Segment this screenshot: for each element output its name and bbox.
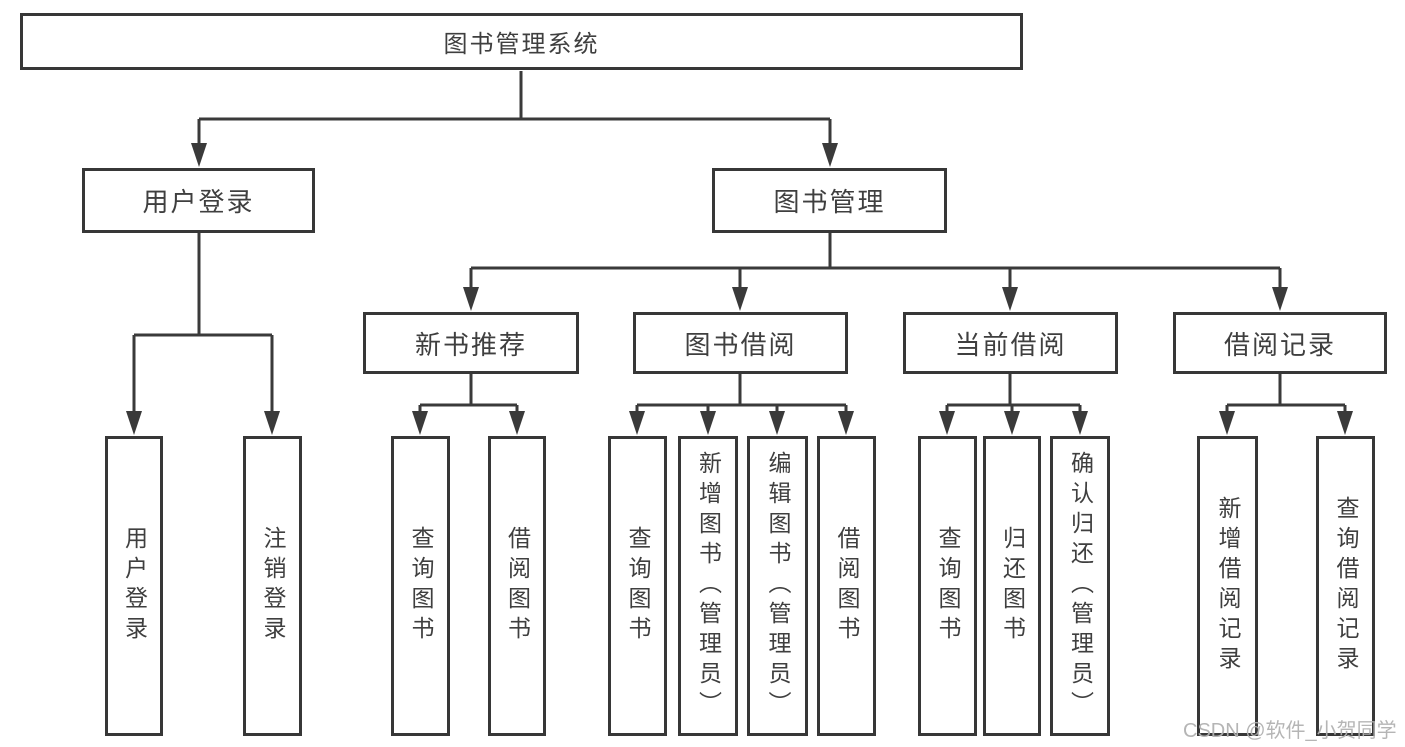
- node-root: 图书管理系统: [20, 13, 1023, 70]
- watermark: CSDN @软件_小贺同学: [1183, 720, 1397, 742]
- node-user-login: 用户登录: [82, 168, 315, 233]
- leaf-return-book: 归还图书: [983, 436, 1041, 736]
- node-borrow-records: 借阅记录: [1173, 312, 1387, 374]
- node-book-borrow-label: 图书借阅: [684, 329, 797, 360]
- node-user-login-label: 用户登录: [142, 187, 255, 217]
- leaf-query-books-borrow: 查询图书: [608, 436, 667, 736]
- node-current-borrow: 当前借阅: [903, 312, 1118, 374]
- node-book-management-label: 图书管理: [773, 187, 886, 217]
- leaf-query-books-current: 查询图书: [918, 436, 977, 736]
- leaf-query-books-borrow-label: 查询图书: [625, 526, 651, 646]
- leaf-return-book-label: 归还图书: [999, 526, 1026, 646]
- leaf-add-borrow-record-label: 新增借阅记录: [1215, 496, 1241, 676]
- leaf-edit-book-admin-label: 编辑图书（管理员）: [765, 451, 791, 721]
- leaf-query-borrow-record-label: 查询借阅记录: [1333, 496, 1359, 676]
- leaf-confirm-return-admin-label: 确认归还（管理员）: [1067, 451, 1094, 721]
- leaf-add-book-admin: 新增图书（管理员）: [678, 436, 738, 736]
- leaf-query-books-recommend: 查询图书: [391, 436, 450, 736]
- leaf-query-books-recommend-label: 查询图书: [408, 526, 434, 646]
- leaf-logout-label: 注销登录: [260, 526, 286, 646]
- leaf-borrow-books-recommend-label: 借阅图书: [504, 526, 531, 646]
- node-new-book-recommend-label: 新书推荐: [414, 329, 527, 360]
- leaf-borrow-books-recommend: 借阅图书: [488, 436, 546, 736]
- node-current-borrow-label: 当前借阅: [954, 329, 1067, 360]
- leaf-user-login-label: 用户登录: [121, 526, 148, 646]
- leaf-query-borrow-record: 查询借阅记录: [1316, 436, 1375, 736]
- leaf-borrow-books: 借阅图书: [817, 436, 876, 736]
- node-borrow-records-label: 借阅记录: [1223, 329, 1336, 360]
- leaf-confirm-return-admin: 确认归还（管理员）: [1050, 436, 1110, 736]
- arrowheads: [126, 143, 1353, 435]
- node-book-management: 图书管理: [712, 168, 947, 233]
- node-new-book-recommend: 新书推荐: [363, 312, 579, 374]
- leaf-user-login: 用户登录: [105, 436, 163, 736]
- leaf-edit-book-admin: 编辑图书（管理员）: [747, 436, 808, 736]
- leaf-borrow-books-label: 借阅图书: [834, 526, 860, 646]
- leaf-add-borrow-record: 新增借阅记录: [1197, 436, 1258, 736]
- leaf-logout: 注销登录: [243, 436, 302, 736]
- node-root-label: 图书管理系统: [443, 31, 600, 58]
- leaf-add-book-admin-label: 新增图书（管理员）: [695, 451, 722, 721]
- leaf-query-books-current-label: 查询图书: [935, 526, 961, 646]
- node-book-borrow: 图书借阅: [633, 312, 848, 374]
